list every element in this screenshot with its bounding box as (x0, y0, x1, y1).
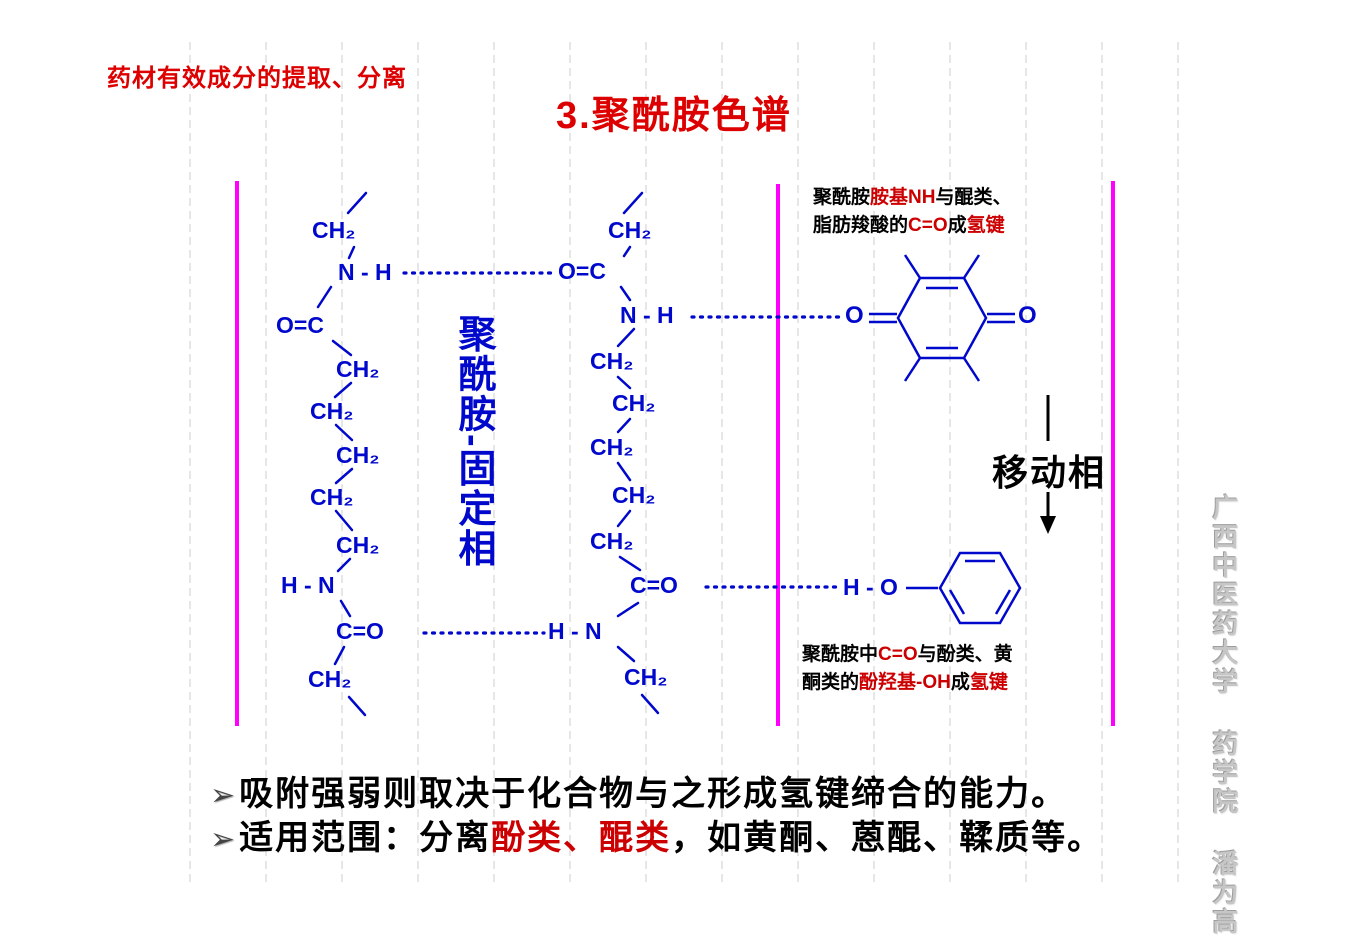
bullet-text-red: 酚类、醌类 (491, 819, 672, 857)
atom-label: H - N (548, 618, 602, 644)
note-text: 成 (950, 671, 970, 693)
atom-label: C=O (630, 572, 678, 598)
note-text-red: 氢键 (969, 671, 1008, 693)
atom-label: CH₂ (612, 390, 656, 416)
note-text-red: 氢键 (966, 214, 1005, 236)
bullet-adsorption: ➢吸附强弱则取决于化合物与之形成氢键缔合的能力。 (210, 766, 1067, 815)
note-line: 聚酰胺胺基NH与醌类、 (813, 184, 1011, 212)
atom-label: C=O (336, 618, 384, 644)
atom-label: N - H (620, 302, 674, 328)
atom-label: CH₂ (590, 434, 634, 460)
note-text-red: C=O (908, 214, 948, 236)
atom-label: CH₂ (608, 217, 652, 243)
bullet-scope: ➢适用范围：分离酚类、醌类，如黄酮、蒽醌、鞣质等。 (210, 810, 1103, 859)
note-text: 聚酰胺中 (802, 644, 879, 665)
atom-label: CH₂ (336, 356, 380, 382)
bullet-arrow-icon: ➢ (210, 779, 238, 812)
quinone-oxygen-right: O (1018, 302, 1037, 329)
note-amide-nh: 聚酰胺胺基NH与醌类、 脂肪羧酸的C=O成氢键 (813, 184, 1011, 239)
note-text-red: 胺基NH (870, 187, 936, 208)
atom-label: CH₂ (624, 664, 668, 690)
atom-label: H - N (281, 572, 335, 598)
phenol-hydroxyl-label: H - O (843, 574, 898, 600)
quinone-oxygen-left: O (845, 302, 864, 329)
note-text: 成 (947, 214, 967, 236)
atom-label: CH₂ (590, 528, 634, 554)
atom-label: CH₂ (312, 217, 356, 243)
note-line: 聚酰胺中C=O与酚类、黄 (802, 641, 1013, 669)
atom-label: O=C (558, 258, 606, 284)
bullet-text: 适用范围：分离 (239, 819, 492, 857)
bullet-text: ，如黄酮、蒽醌、鞣质等。 (671, 819, 1104, 857)
atom-label: CH₂ (612, 482, 656, 508)
atom-label: CH₂ (310, 484, 354, 510)
bullet-arrow-icon: ➢ (210, 823, 238, 856)
mobile-phase-label: 移动相 (992, 452, 1107, 493)
note-line: 脂肪羧酸的C=O成氢键 (813, 212, 1011, 240)
page-header: 药材有效成分的提取、分离 (107, 65, 407, 92)
page-title: 3.聚酰胺色谱 (556, 95, 792, 137)
note-text-red: C=O (878, 644, 918, 665)
watermark: 广西中医药大学 药学院 潘为高 (1209, 494, 1239, 937)
atom-label: N - H (338, 259, 392, 285)
note-carbonyl: 聚酰胺中C=O与酚类、黄 酮类的酚羟基-OH成氢键 (802, 641, 1013, 696)
atom-label: CH₂ (590, 348, 634, 374)
atom-label: CH₂ (308, 666, 352, 692)
atom-label: CH₂ (336, 532, 380, 558)
note-text: 酮类的 (802, 671, 860, 693)
note-text-red: 酚羟基-OH (859, 671, 951, 693)
stationary-phase-label: 聚酰胺-固定相 (452, 314, 494, 569)
note-text: 与醌类、 (935, 187, 1012, 208)
note-text: 聚酰胺 (813, 187, 871, 208)
note-text: 与酚类、黄 (917, 644, 1013, 665)
atom-label: O=C (276, 312, 324, 338)
note-line: 酮类的酚羟基-OH成氢键 (802, 669, 1013, 697)
atom-label: CH₂ (310, 398, 354, 424)
atom-label: CH₂ (336, 442, 380, 468)
note-text: 脂肪羧酸的 (813, 214, 909, 236)
bullet-text: 吸附强弱则取决于化合物与之形成氢键缔合的能力。 (239, 775, 1068, 813)
